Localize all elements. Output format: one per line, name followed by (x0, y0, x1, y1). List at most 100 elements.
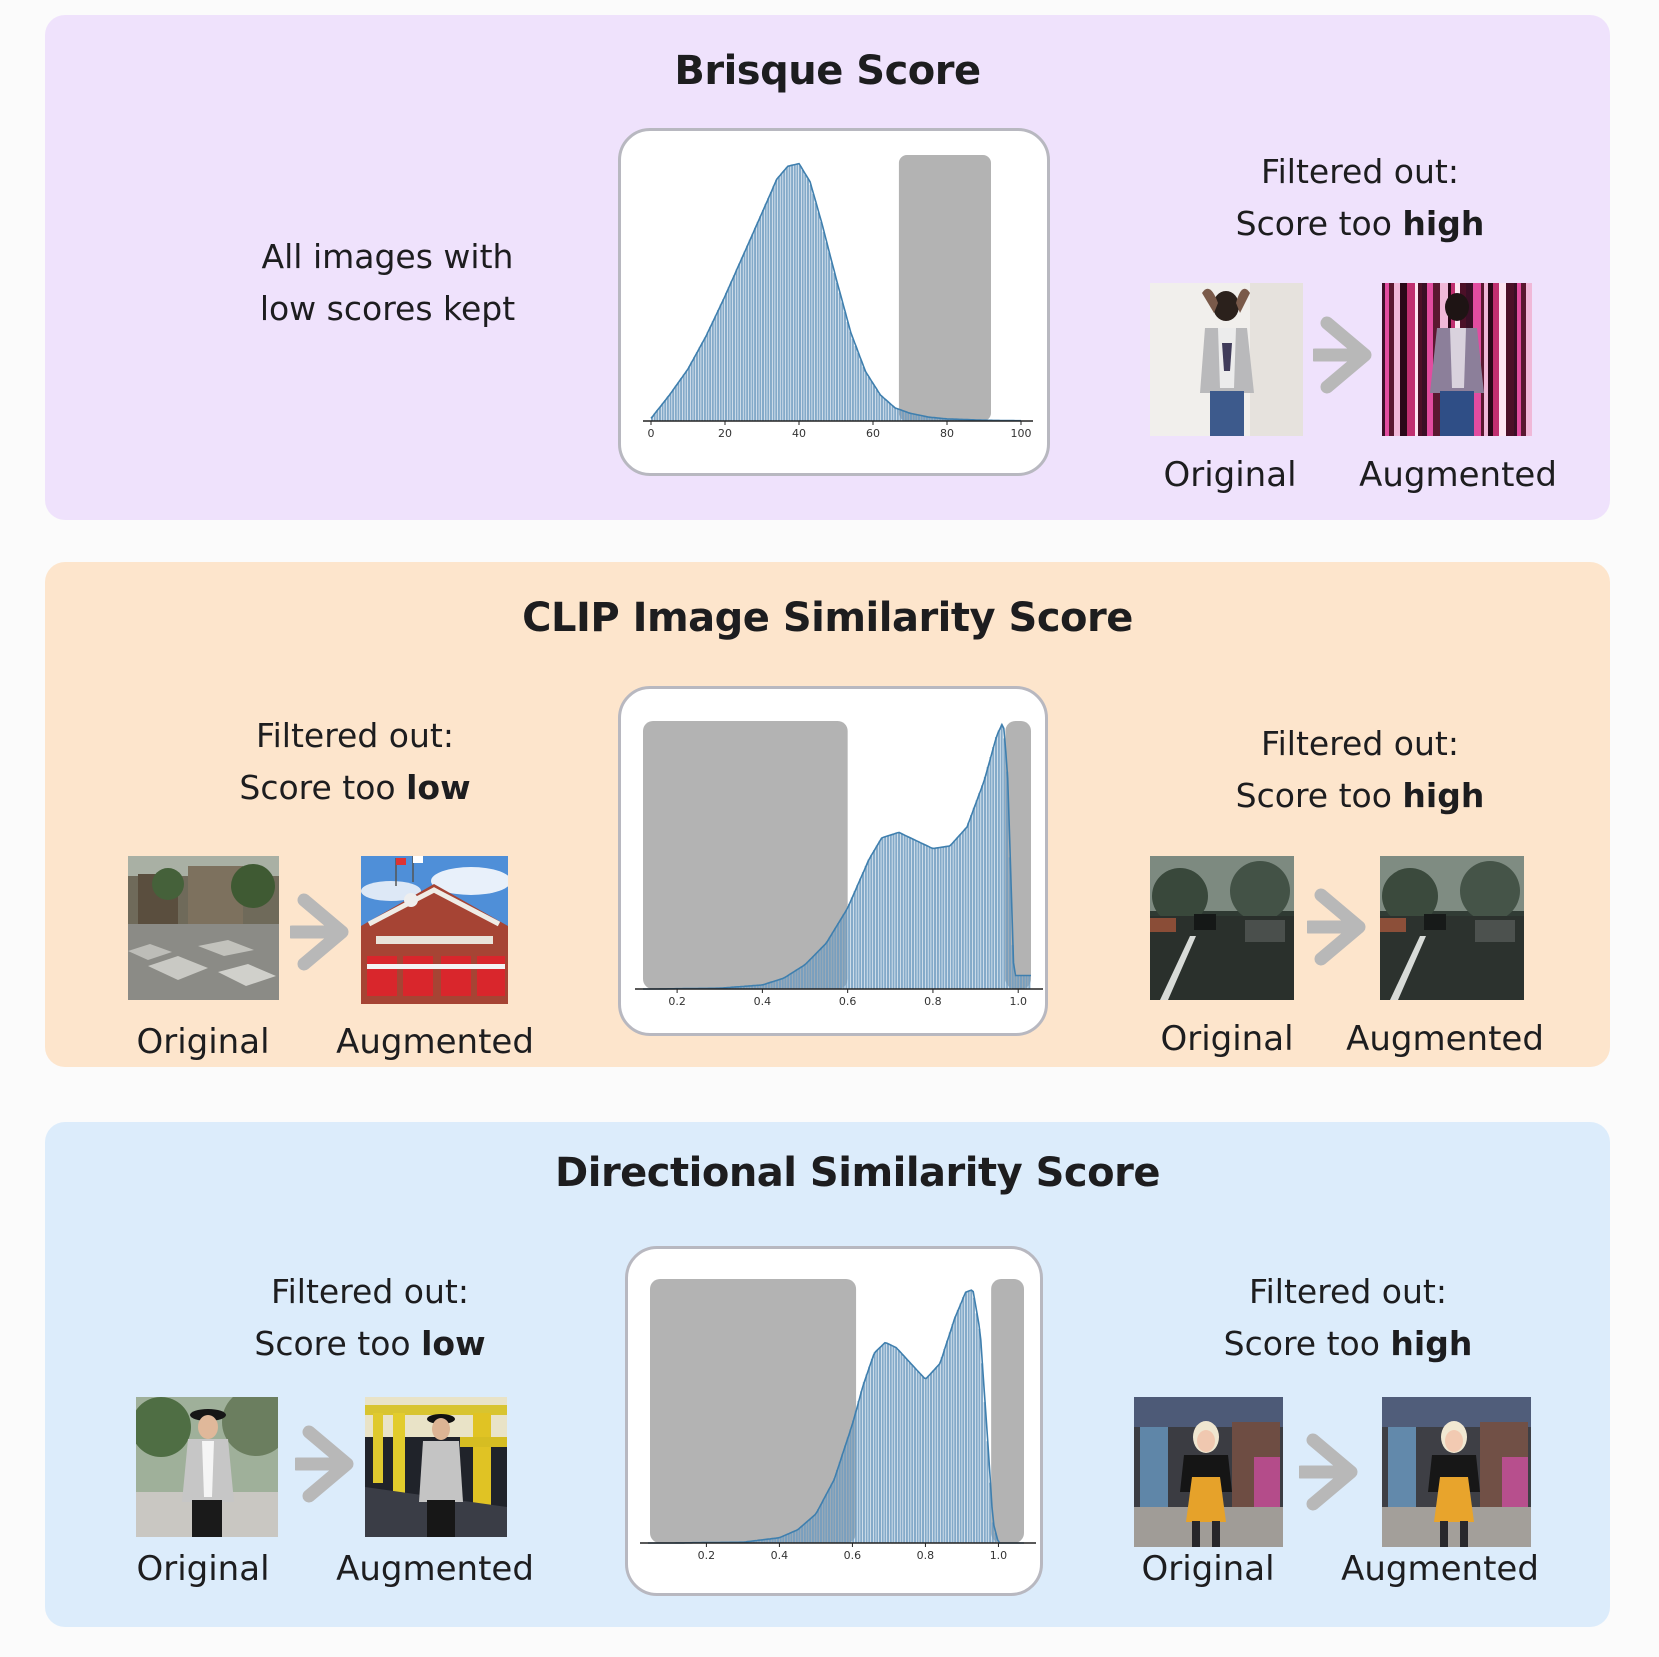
histogram-bar (842, 914, 845, 989)
histogram-bar (964, 828, 967, 989)
histogram-bar (1008, 857, 1011, 989)
histogram-bar (674, 385, 677, 421)
histogram-bar (817, 950, 820, 989)
histogram-bar (775, 179, 778, 421)
histogram-bar (1022, 975, 1025, 989)
histogram-bar (994, 1532, 997, 1543)
right-note: Filtered out: Score too high (1150, 718, 1570, 822)
note-line-1: Filtered out: (1249, 1272, 1447, 1311)
histogram-bar (900, 833, 903, 989)
histogram-bar (894, 408, 897, 421)
histogram-bar (751, 233, 754, 421)
panel-title: Directional Similarity Score (555, 1150, 1160, 1196)
directional-similarity-panel: Directional Similarity Score Filtered ou… (45, 1122, 1610, 1627)
note-line-2: Score too low (160, 1318, 580, 1370)
histogram-bar (781, 978, 784, 989)
histogram-bar (766, 1539, 769, 1543)
histogram-bar (895, 1347, 898, 1543)
note-emphasis: low (406, 768, 471, 807)
histogram-bar (958, 834, 962, 989)
histogram-bar (709, 326, 712, 421)
histogram-bar (994, 737, 998, 989)
histogram-bar (1025, 975, 1028, 989)
x-tick-label: 0.8 (924, 995, 942, 1008)
histogram-bar (771, 1538, 774, 1543)
histogram-bars (651, 163, 1021, 421)
histogram-bar (886, 401, 889, 421)
histogram-bar (947, 846, 951, 989)
histogram-bar (962, 1297, 965, 1543)
histogram-bar (756, 985, 759, 989)
left-augmented-photo (361, 856, 508, 1004)
histogram-bar (672, 389, 675, 421)
histogram-bar (897, 832, 901, 989)
stripe (1389, 283, 1394, 436)
histogram-bar (804, 174, 807, 421)
histogram-bar (917, 415, 920, 421)
histogram-bar (1014, 975, 1017, 989)
stripe (1517, 283, 1521, 436)
left-augmented-caption: Augmented (336, 1549, 534, 1589)
histogram-bar (792, 971, 795, 989)
augmented-photo (1382, 283, 1532, 436)
right-augmented-caption: Augmented (1346, 1019, 1544, 1059)
histogram-bar (801, 1525, 804, 1543)
brisque-panel: Brisque Score All images with low scores… (45, 15, 1610, 520)
histogram-bar (928, 847, 931, 989)
histogram-bar (914, 840, 917, 989)
histogram-bar (706, 332, 709, 421)
x-tick-label: 100 (1011, 427, 1032, 440)
histogram-bar (825, 1493, 828, 1543)
arrow-right-icon (1313, 316, 1372, 394)
right-augmented-caption: Augmented (1341, 1549, 1539, 1589)
histogram-bar (831, 932, 834, 989)
histogram-bar (857, 1401, 860, 1543)
right-original-photo (1134, 1397, 1283, 1547)
histogram-bar (780, 173, 783, 421)
note-emphasis: low (421, 1324, 486, 1363)
histogram-bar (957, 419, 960, 421)
histogram-bar (945, 846, 948, 989)
note-line-2: Score too high (1150, 198, 1570, 250)
x-tick-label: 40 (792, 427, 806, 440)
histogram-bar (849, 331, 852, 421)
histogram-bar (907, 412, 910, 421)
histogram-bar (823, 944, 826, 989)
histogram-bar (854, 345, 857, 421)
histogram-bar (817, 212, 820, 421)
histogram-bar (865, 372, 868, 421)
note-line-1: All images with (261, 237, 514, 276)
histogram-bar (742, 986, 745, 989)
histogram-bar (787, 1533, 790, 1543)
histogram-bar (841, 302, 844, 421)
histogram-bar (876, 1349, 879, 1543)
x-tick-label: 0.8 (917, 1549, 935, 1562)
histogram-bar (891, 405, 894, 421)
histogram-bar (939, 418, 942, 421)
histogram-bar (809, 958, 812, 989)
note-prefix: Score too (1235, 776, 1403, 815)
histogram-bar (703, 337, 706, 421)
histogram-bars (693, 1290, 997, 1543)
histogram-bar (903, 1356, 906, 1543)
histogram-bar (930, 1372, 933, 1543)
histogram-bar (746, 245, 749, 421)
histogram-bar (1028, 975, 1031, 989)
arrow-right-icon (1307, 888, 1366, 966)
histogram-bar (798, 1528, 801, 1543)
x-tick-label: 0.2 (668, 995, 686, 1008)
histogram-bar (845, 909, 848, 989)
right-note: Filtered out: Score too high (1138, 1266, 1558, 1370)
histogram-bar (788, 165, 791, 421)
note-line-2: Score too low (145, 762, 565, 814)
histogram-bar (859, 878, 862, 989)
stripe (1418, 283, 1422, 436)
stripe (1514, 283, 1517, 436)
histogram-bar (964, 1291, 967, 1543)
histogram-bar (734, 986, 737, 989)
histogram-bar (862, 366, 865, 421)
histogram-bar (793, 164, 796, 421)
histogram-bar (830, 1483, 833, 1543)
histogram-bar (839, 918, 842, 989)
